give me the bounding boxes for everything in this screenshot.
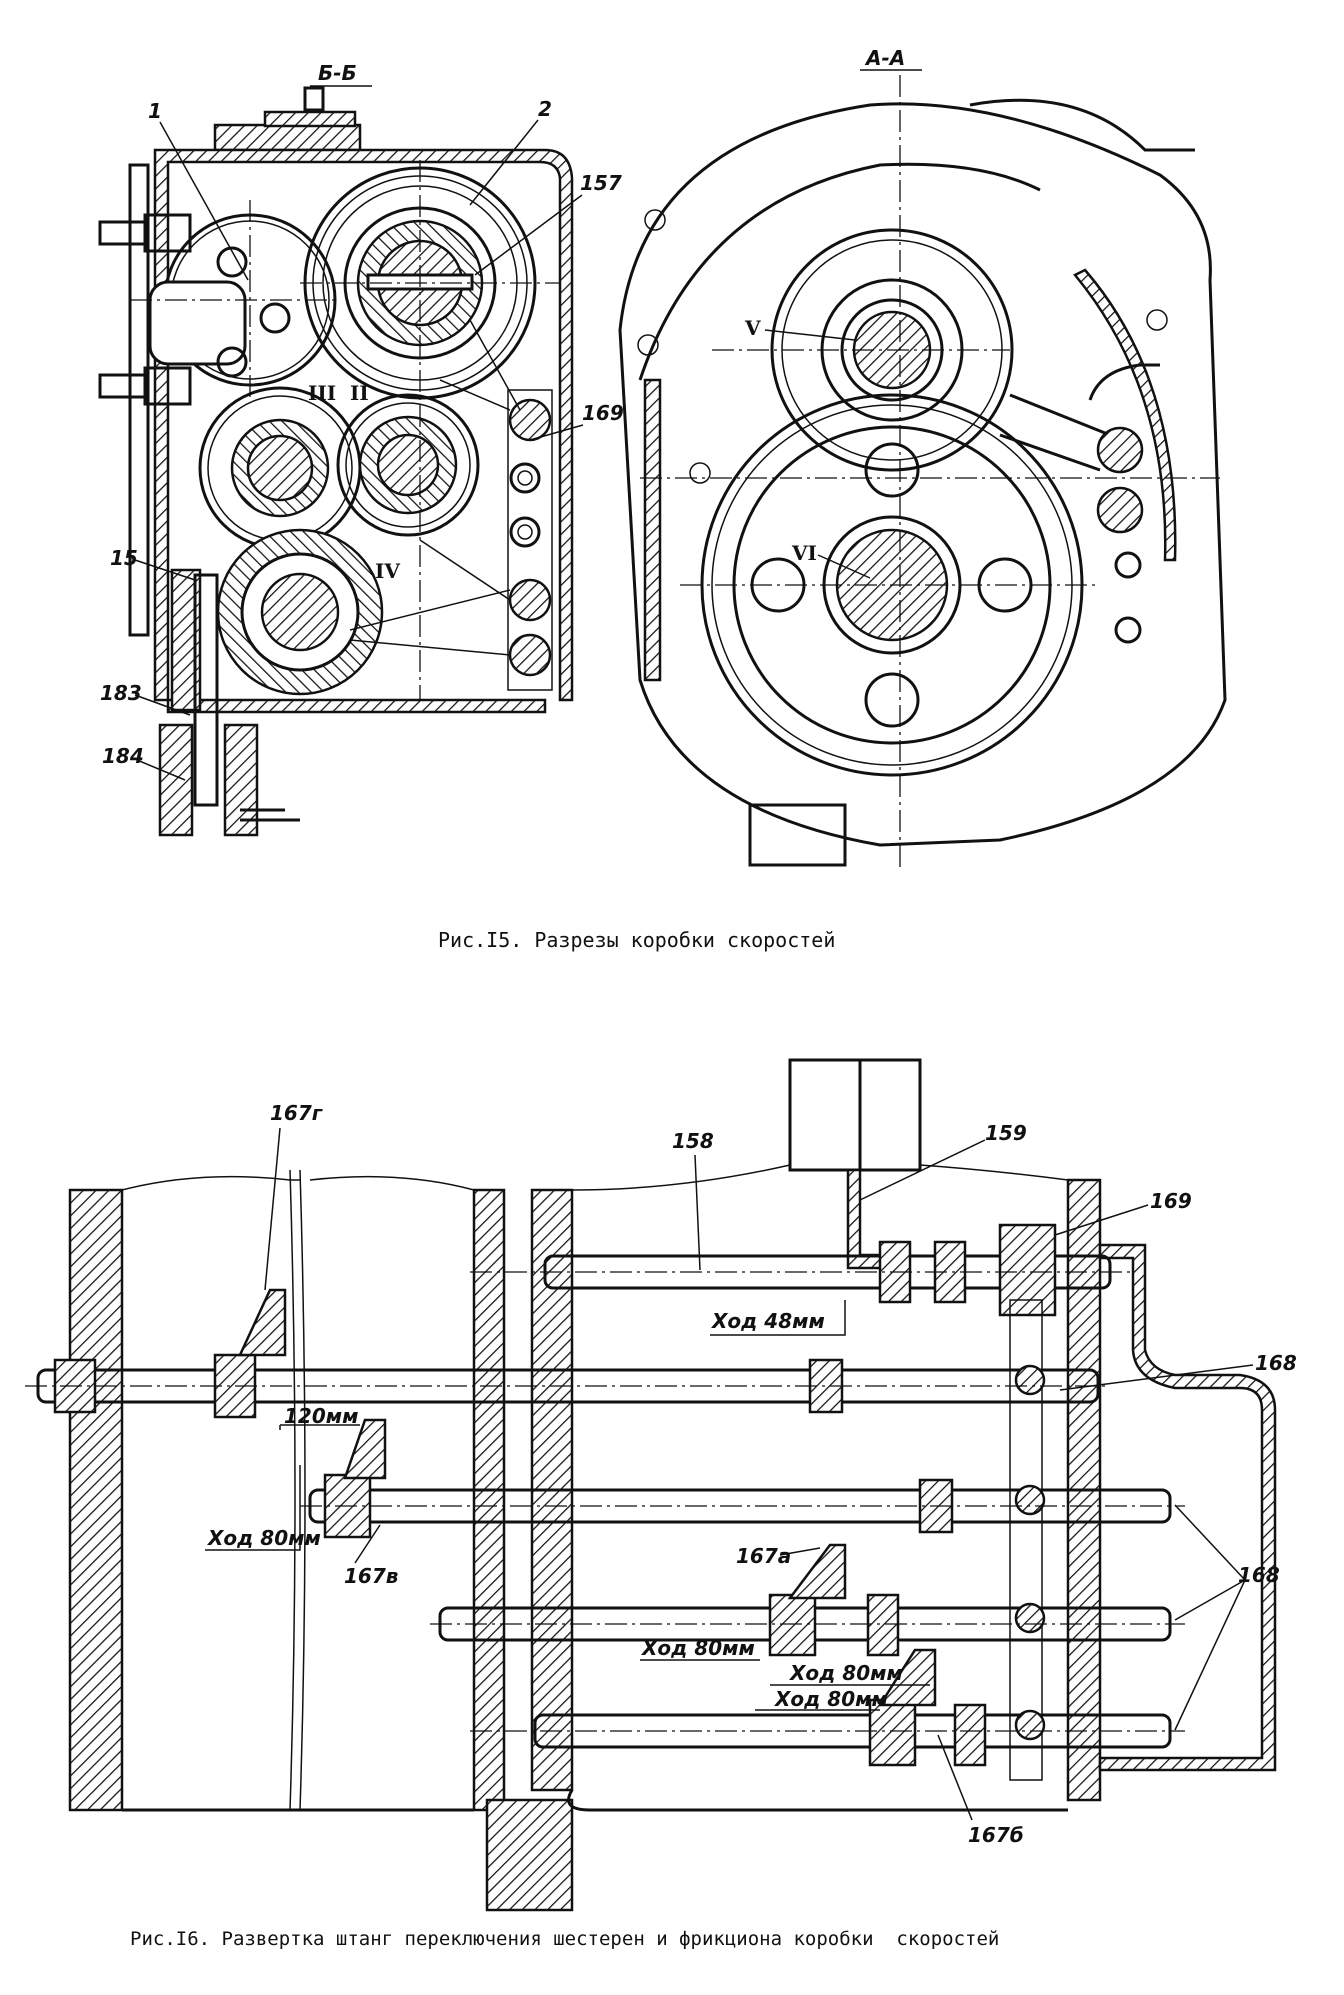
lower-boss [748,803,847,867]
shaft-label-III: III [308,381,336,405]
callout-1: 1 [148,99,162,123]
dim-stroke-80-a-left: Ход 80мм [640,1636,755,1660]
section-bb-labels: Б-Б 1 2 157 169 15 183 184 III II IV [100,61,624,781]
housing-wall [153,148,574,702]
callout-15: 15 [110,546,138,570]
breather-cap [303,86,325,112]
interlock-rod [1009,1299,1043,1781]
callout-183: 183 [100,681,142,705]
callout-168-top: 168 [1255,1351,1297,1375]
housing-bottom [166,698,547,714]
wall-1 [472,1188,506,1812]
right-cover [1098,1243,1277,1772]
dim-stroke-80-a-right: Ход 80мм [788,1661,903,1685]
shaft-label-VI: VI [791,541,817,565]
callout-159: 159 [985,1121,1027,1145]
forks [53,1223,1057,1767]
callout-184: 184 [102,744,144,768]
callout-2: 2 [538,97,552,121]
dim-stroke-80-b: Ход 80мм [773,1687,888,1711]
gear-V [770,228,1014,472]
breather-plate [263,110,357,128]
housing-wall-left [643,378,662,682]
callout-169: 169 [1150,1189,1192,1213]
section-bb-view [98,86,574,837]
section-aa-title: А-А [864,46,905,70]
shaft-label-V: V [744,316,761,340]
left-bolts [98,163,192,637]
top-cover-plate [213,123,362,152]
shift-rods [36,1254,1172,1749]
foot [485,1798,574,1912]
callout-167a: 167а [736,1544,791,1568]
dim-stroke-48: Ход 48мм [710,1309,825,1333]
callout-157: 157 [580,171,622,195]
dim-120: 120мм [284,1404,358,1428]
dim-stroke-80-v: Ход 80мм [206,1526,321,1550]
figure15-caption: Рис.I5. Разрезы коробки скоростей [438,928,836,952]
section-aa-labels: А-А V VI [744,46,922,579]
callout-168-bottom: 168 [1238,1563,1280,1587]
interlock-pin-assembly [158,568,300,837]
section-aa-view [618,75,1227,870]
section-bb-title: Б-Б [318,61,357,85]
callout-158: 158 [672,1129,714,1153]
gear-II [336,393,480,537]
housing-outline-aa [618,102,1227,847]
bearing-block [148,280,247,366]
housing-wall-right [1073,268,1177,562]
callout-167v: 167в [344,1564,398,1588]
shaft-label-II: II [350,381,369,405]
figure16-drawing [25,1058,1277,1912]
figure16-labels: 167г 158 159 169 168 167в 167а 168 167б … [206,1101,1297,1847]
callout-169: 169 [582,401,624,425]
figure16-caption: Рис.I6. Развертка штанг переключения шес… [130,1928,1000,1950]
shaft-label-IV: IV [375,559,400,583]
callout-167g: 167г [270,1101,323,1125]
left-wall [68,1188,124,1812]
callout-167b: 167б [968,1823,1024,1847]
